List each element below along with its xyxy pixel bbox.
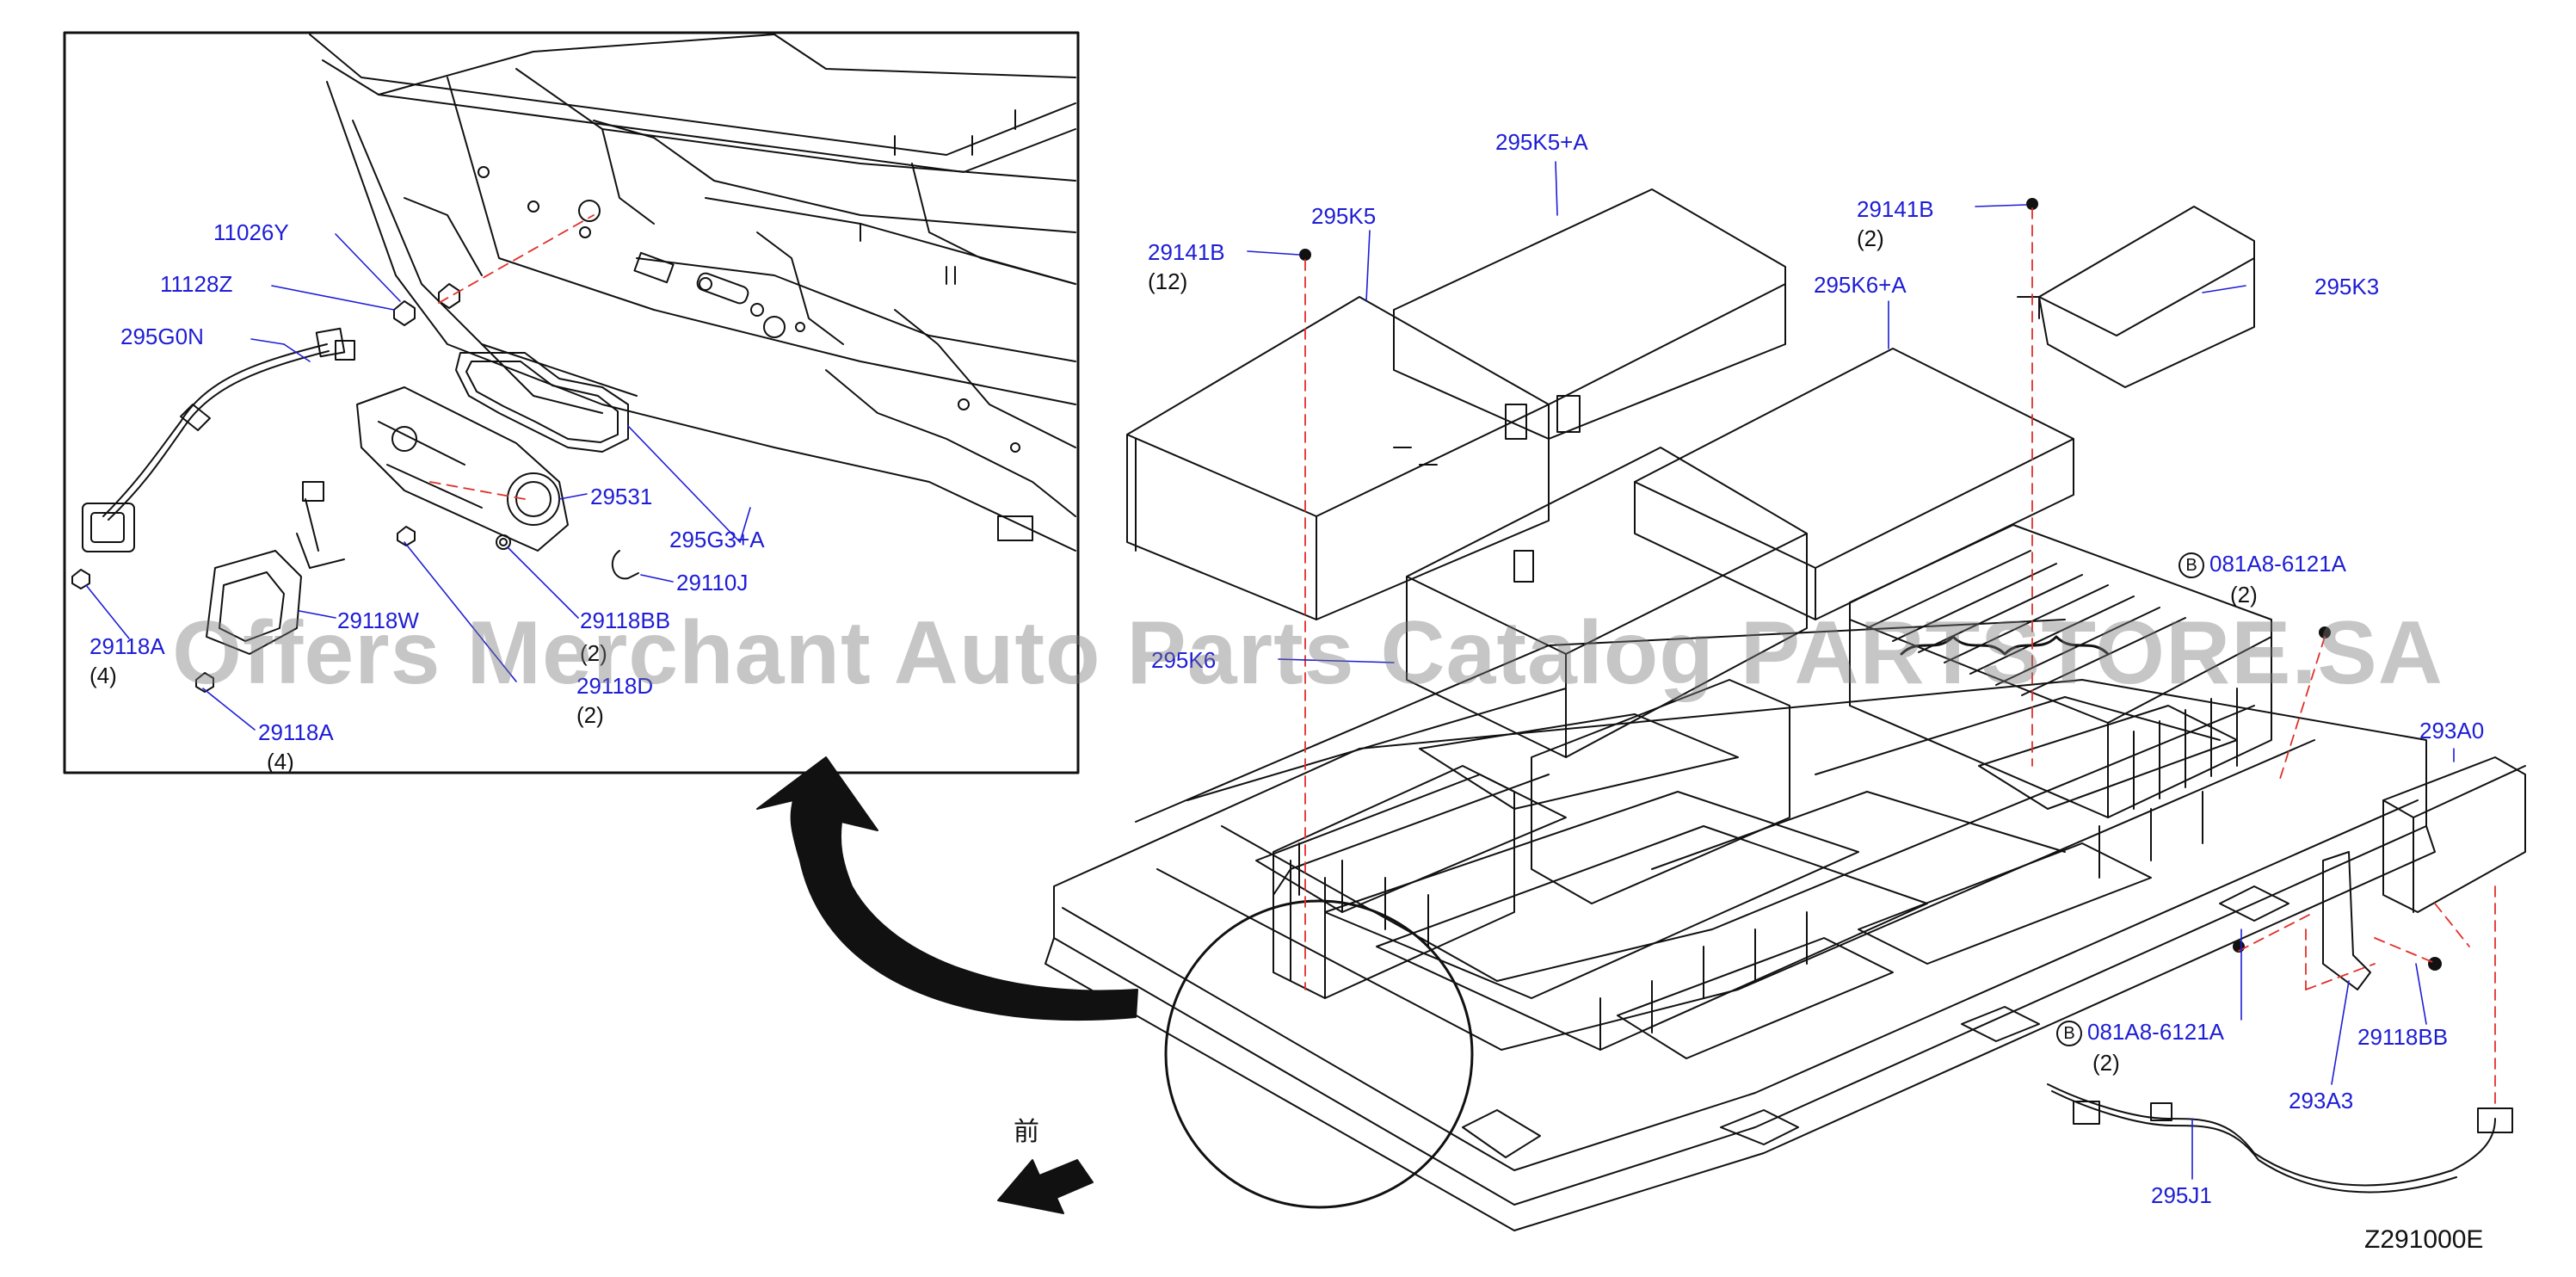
- label-295k5a: 295K5+A: [1495, 129, 1588, 155]
- inset-frame: [63, 31, 1080, 774]
- detail-circle: [1164, 899, 1474, 1209]
- main-leaders: [1247, 161, 2455, 1180]
- label-295j1: 295J1: [2151, 1182, 2212, 1208]
- bracket-293a3: [2322, 851, 2371, 990]
- label-29118bb-main: 29118BB: [2357, 1024, 2449, 1050]
- inset-sensor: [206, 481, 345, 655]
- label-295k6a: 295K6+A: [1814, 272, 1907, 298]
- label-295k5: 295K5: [1311, 203, 1377, 229]
- label-29118w: 29118W: [337, 608, 419, 633]
- label-293a3: 293A3: [2289, 1088, 2354, 1114]
- diagram-code: Z291000E: [2364, 1225, 2484, 1254]
- qty-29141b-right: (2): [1857, 225, 1884, 251]
- main-fasteners: [1299, 198, 2442, 971]
- label-293a0: 293A0: [2419, 718, 2485, 743]
- label-29118a-bottom: 29118A: [258, 719, 334, 745]
- bolt-marker: B: [2056, 1021, 2082, 1047]
- transfer-arrow: [756, 756, 1138, 1021]
- label-29531: 29531: [590, 484, 653, 509]
- left-modules: [1273, 679, 1790, 999]
- label-29141b-right: 29141B: [1857, 196, 1934, 222]
- qty-29118a-left: (4): [89, 663, 117, 688]
- label-081a8-lower-text: 081A8-6121A: [2087, 1019, 2225, 1045]
- label-295g0n: 295G0N: [120, 324, 204, 349]
- qty-081a8-lower: (2): [2092, 1050, 2120, 1076]
- label-29118d: 29118D: [576, 673, 654, 699]
- inset-connector-29531: [356, 386, 569, 552]
- label-29118bb-inset: 29118BB: [580, 608, 671, 633]
- watermark: Offers Merchant Auto Parts Catalog PARTS…: [172, 603, 2444, 703]
- label-11026y: 11026Y: [213, 219, 289, 245]
- inset-leaders: [85, 233, 751, 731]
- cover-295k3: [2017, 206, 2255, 388]
- battery-tray: [1045, 619, 2436, 1231]
- cover-295k6: [1406, 447, 1808, 758]
- qty-29118d: (2): [576, 702, 604, 728]
- main-red-dashes: [1304, 207, 2496, 1109]
- harness-295j1: [2047, 1083, 2513, 1194]
- inset-gasket: [455, 352, 629, 453]
- bolt-marker: B: [2179, 552, 2204, 579]
- inset-harness: [82, 327, 355, 552]
- qty-29141b-left: (12): [1148, 268, 1188, 294]
- inset-red-dashes: [429, 214, 595, 500]
- module-stack: [1849, 524, 2272, 818]
- label-295k6: 295K6: [1151, 647, 1217, 673]
- unit-293a0: [2382, 756, 2526, 913]
- label-081a8-upper-text: 081A8-6121A: [2209, 551, 2347, 577]
- qty-29118bb-inset: (2): [580, 640, 607, 666]
- inset-fasteners: [71, 283, 511, 693]
- qty-081a8-upper: (2): [2230, 582, 2258, 608]
- inset-floor-structure: [309, 34, 1076, 552]
- front-mark: 前: [1014, 1117, 1039, 1147]
- label-29141b-left: 29141B: [1148, 239, 1225, 265]
- cover-295k5a: [1393, 188, 1786, 483]
- label-295k3: 295K3: [2314, 274, 2380, 299]
- inset-clip: [611, 550, 639, 580]
- label-11128z: 11128Z: [160, 271, 233, 297]
- cover-295k5: [1126, 296, 1550, 620]
- front-arrow: [997, 1159, 1094, 1214]
- label-29110j: 29110J: [676, 570, 749, 595]
- cover-295k6a: [1634, 348, 2074, 620]
- label-295g3a: 295G3+A: [669, 527, 765, 552]
- qty-29118a-bottom: (4): [267, 749, 294, 774]
- label-29118a-left: 29118A: [89, 633, 165, 659]
